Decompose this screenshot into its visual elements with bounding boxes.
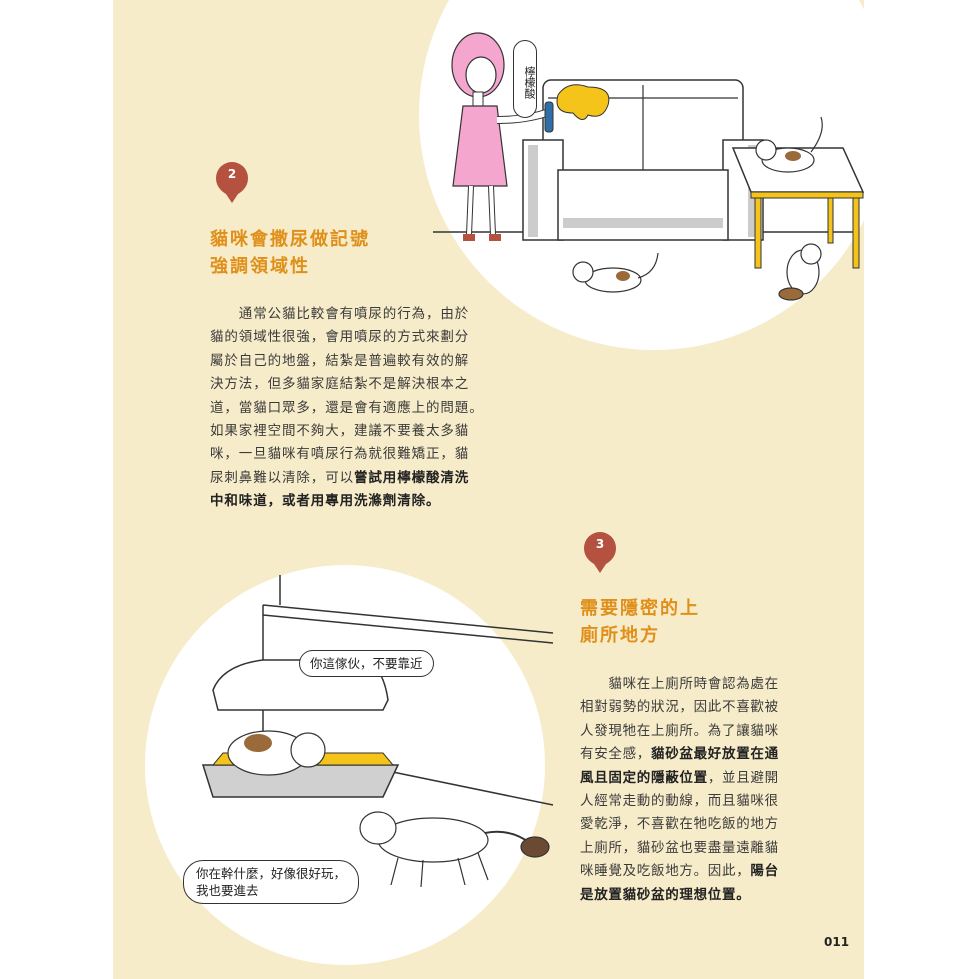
- body-text-plain: 有安全感，: [580, 746, 651, 763]
- cat-sitting-icon: [778, 243, 822, 301]
- book-page: 檸檬酸 你這傢伙，不要靠近: [113, 0, 864, 979]
- section-3-body: 貓咪在上廁所時會認為處在 相對弱勢的狀況，因此不喜歡被 人發現牠在上廁所。為了讓…: [580, 673, 800, 907]
- bubble-line-2: 我也要進去: [196, 883, 259, 898]
- body-text-bold: 貓砂盆最好放置在通: [651, 746, 779, 763]
- body-text-plain: 尿刺鼻難以清除，可以: [210, 469, 354, 486]
- body-line: 如果家裡空間不夠大，建議不要養太多貓: [210, 423, 470, 440]
- page-number: 011: [824, 935, 850, 949]
- cat-in-box-icon: [227, 730, 326, 776]
- body-line: 咪，一旦貓咪有噴尿行為就很難矯正，貓: [210, 446, 470, 463]
- heading-line-2: 強調領域性: [210, 256, 310, 277]
- body-text-plain: ，並且避開: [707, 769, 779, 786]
- body-line: 是放置貓砂盆的理想位置。: [580, 884, 800, 907]
- section-2-heading: 貓咪會撒尿做記號 強調領域性: [210, 226, 370, 280]
- section-2-number: 2: [227, 167, 237, 181]
- body-line: 人經常走動的動線，而且貓咪很: [580, 793, 779, 810]
- body-line: 人發現牠在上廁所。為了讓貓咪: [580, 722, 779, 739]
- body-line: 通常公貓比較會有噴尿的行為，由於: [210, 306, 470, 322]
- cat-walking-icon: [359, 811, 550, 888]
- body-line: 相對弱勢的狀況，因此不喜歡被: [580, 699, 779, 716]
- body-text-bold: 是放置貓砂盆的理想位置。: [580, 886, 751, 903]
- body-line: 咪睡覺及吃飯地方。因此，陽台: [580, 860, 800, 883]
- what-are-you-doing-bubble: 你在幹什麼，好像很好玩， 我也要進去: [183, 860, 360, 904]
- section-2-body: 通常公貓比較會有噴尿的行為，由於 貓的領域性很強，會用噴尿的方式來劃分 屬於自己…: [210, 303, 595, 514]
- litter-box-illustration: [201, 575, 554, 888]
- woman-icon: [451, 32, 554, 241]
- section-2-marker: 2: [214, 160, 250, 204]
- heading-line-1: 需要隱密的上: [580, 598, 700, 619]
- litter-box-icon: [201, 659, 400, 798]
- body-line: 上廁所，貓砂盆也要盡量遠離貓: [580, 839, 779, 856]
- section-3-number: 3: [595, 537, 605, 551]
- stain-icon: [556, 84, 610, 120]
- body-text-plain: 咪睡覺及吃飯地方。因此，: [580, 863, 751, 880]
- bubble-line-1: 你在幹什麼，好像很好玩，: [196, 866, 347, 881]
- cat-on-table-icon: [755, 116, 823, 173]
- cat-crouching-icon: [572, 252, 659, 293]
- body-line: 屬於自己的地盤，結紮是普遍較有效的解: [210, 352, 470, 369]
- body-line: 風且固定的隱蔽位置，並且避開: [580, 767, 800, 790]
- body-line: 愛乾淨，不喜歡在牠吃飯的地方: [580, 816, 779, 833]
- body-text-bold: 嘗試用檸檬酸清洗: [354, 469, 470, 486]
- section-3-marker: 3: [582, 530, 618, 574]
- body-line: 貓的領域性很強，會用噴尿的方式來劃分: [210, 329, 470, 346]
- body-text-bold: 風且固定的隱蔽位置: [580, 769, 708, 786]
- body-line: 道，當貓口眾多，還是會有適應上的問題。: [210, 399, 484, 416]
- body-line: 中和味道，或者用專用洗滌劑清除。: [210, 490, 595, 513]
- heading-line-2: 廁所地方: [580, 625, 660, 646]
- lemon-acid-bubble: 檸檬酸: [513, 40, 537, 118]
- body-line: 決方法，但多貓家庭結紮不是解決根本之: [210, 376, 470, 393]
- sofa-illustration: [433, 32, 864, 301]
- body-line: 有安全感，貓砂盆最好放置在通: [580, 743, 800, 766]
- dont-come-near-bubble: 你這傢伙，不要靠近: [299, 650, 434, 677]
- body-text-bold: 陽台: [750, 863, 779, 880]
- section-3-heading: 需要隱密的上 廁所地方: [580, 595, 700, 649]
- body-text-bold: 中和味道，或者用專用洗滌劑清除。: [210, 493, 441, 510]
- heading-line-1: 貓咪會撒尿做記號: [210, 229, 370, 250]
- body-line: 貓咪在上廁所時會認為處在: [580, 676, 779, 692]
- body-line: 尿刺鼻難以清除，可以嘗試用檸檬酸清洗: [210, 467, 595, 490]
